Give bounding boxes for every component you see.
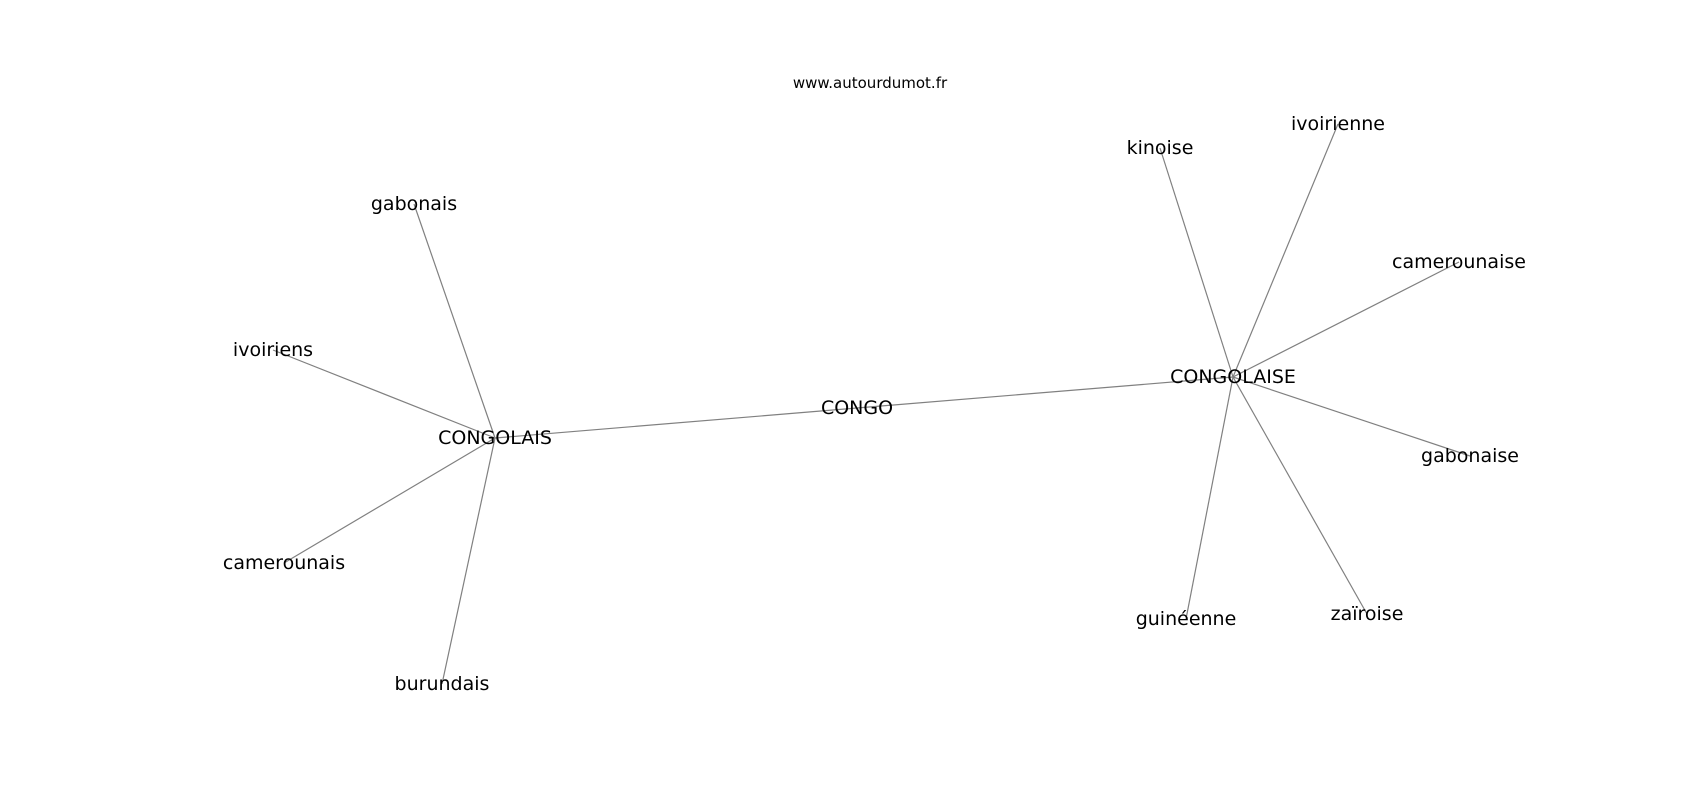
watermark-text: www.autourdumot.fr [793,74,948,92]
node-label-gabonais[interactable]: gabonais [371,193,457,215]
edge-congolaise-ivoirienne [1232,123,1339,378]
edge-congolaise-zairoise [1232,376,1368,615]
edge-congolaise-gabonaise [1232,376,1471,457]
node-label-camerounais[interactable]: camerounais [223,552,345,574]
edge-congo-congolaise [856,376,1234,409]
node-label-burundais[interactable]: burundais [395,673,490,695]
node-label-gabonaise[interactable]: gabonaise [1421,445,1519,467]
node-label-guineenne[interactable]: guinéenne [1136,608,1237,630]
edge-congolais-ivoiriens [272,349,496,439]
node-label-ivoirienne[interactable]: ivoirienne [1291,113,1385,135]
node-label-kinoise[interactable]: kinoise [1127,137,1194,159]
edge-congo-congolais [494,407,858,439]
node-label-congolaise[interactable]: CONGOLAISE [1170,366,1296,388]
edge-congolaise-kinoise [1159,147,1234,378]
edge-congolais-burundais [441,437,496,685]
node-label-ivoiriens[interactable]: ivoiriens [233,339,313,361]
edge-congolaise-camerounaise [1232,261,1460,378]
edge-congolais-camerounais [283,437,496,564]
edge-congolais-gabonais [413,203,496,439]
node-label-zairoise[interactable]: zaïroise [1331,603,1404,625]
labels-layer: CONGO CONGOLAIS CONGOLAISE gabonais ivoirien… [223,113,1526,695]
node-label-congo[interactable]: CONGO [821,397,893,419]
edges-layer [272,123,1471,685]
node-label-camerounaise[interactable]: camerounaise [1392,251,1526,273]
node-label-congolais[interactable]: CONGOLAIS [438,427,552,449]
edge-congolaise-guineenne [1185,376,1234,620]
